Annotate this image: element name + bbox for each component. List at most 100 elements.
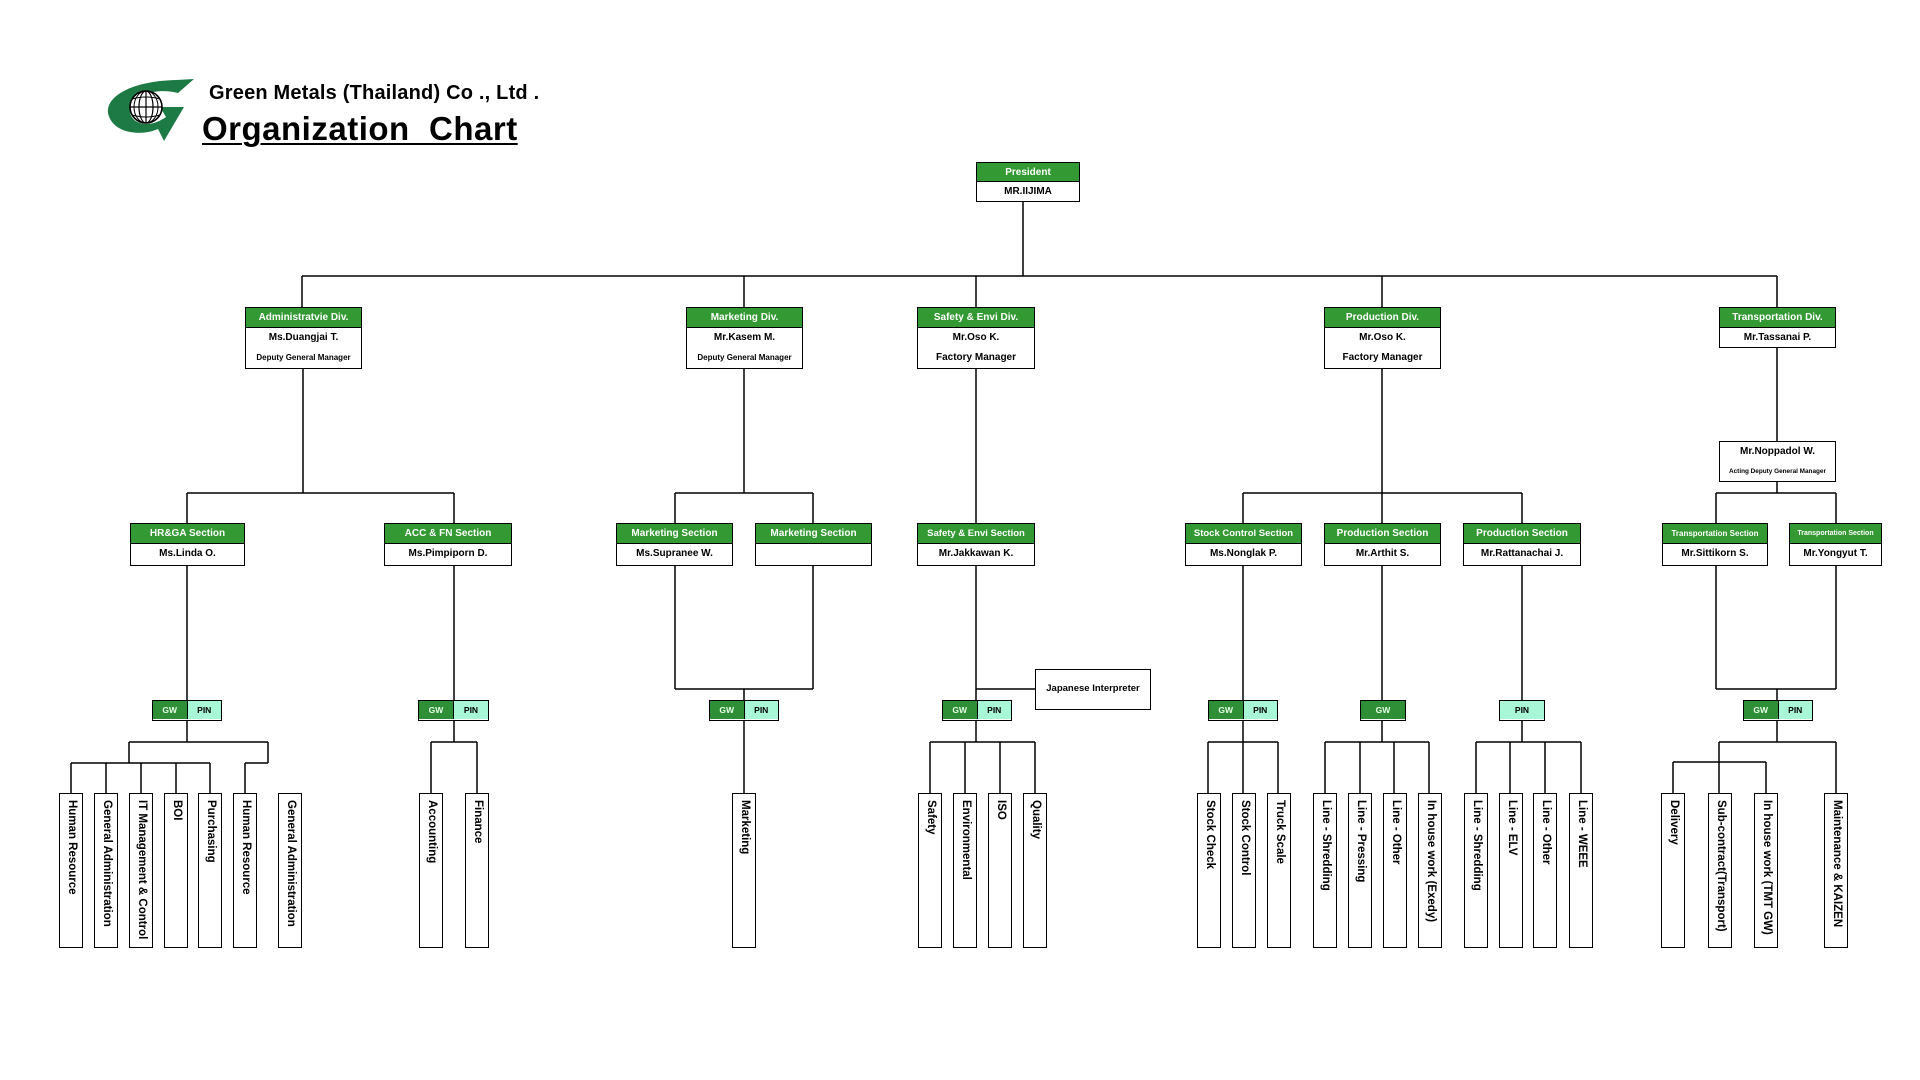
section-title: Transportation Section <box>1663 524 1767 544</box>
unit-line-other[interactable]: Line - Other <box>1383 793 1407 948</box>
section-title: Stock Control Section <box>1186 524 1301 544</box>
section-head-name: Mr.Arthit S. <box>1355 548 1410 559</box>
section-head-name: Mr.Jakkawan K. <box>938 548 1014 559</box>
site-tag-acc-fn: GW PIN <box>418 700 489 721</box>
section-title: Production Section <box>1464 524 1580 544</box>
unit-maintenance-kaizen[interactable]: Maintenance & KAIZEN <box>1824 793 1848 948</box>
site-tag-marketing: GW PIN <box>709 700 779 721</box>
president-box[interactable]: President MR.IIJIMA <box>976 162 1080 202</box>
unit-line-shredding-2[interactable]: Line - Shredding <box>1464 793 1488 948</box>
site-tag-stock-control: GW PIN <box>1208 700 1278 721</box>
section-production-1[interactable]: Production Section Mr.Arthit S. <box>1324 523 1441 566</box>
division-safety-envi[interactable]: Safety & Envi Div. Mr.Oso K. Factory Man… <box>917 307 1035 369</box>
site-tag-safety-envi: GW PIN <box>942 700 1012 721</box>
unit-general-administration-2[interactable]: General Administration <box>278 793 302 948</box>
unit-finance[interactable]: Finance <box>465 793 489 948</box>
division-head-name: Mr.Oso K. <box>1359 332 1406 343</box>
section-production-2[interactable]: Production Section Mr.Rattanachai J. <box>1463 523 1581 566</box>
gw-tag: GW <box>153 701 187 719</box>
president-role: President <box>977 163 1079 182</box>
division-title: Production Div. <box>1325 308 1440 328</box>
unit-line-elv[interactable]: Line - ELV <box>1499 793 1523 948</box>
pin-tag: PIN <box>1777 701 1812 719</box>
gw-tag: GW <box>943 701 977 719</box>
gw-tag: GW <box>419 701 453 719</box>
unit-stock-check[interactable]: Stock Check <box>1197 793 1221 948</box>
unit-delivery[interactable]: Delivery <box>1661 793 1685 948</box>
division-head-position: Deputy General Manager <box>697 353 792 362</box>
division-head-name: Mr.Oso K. <box>952 332 1000 343</box>
unit-sub-contract-transport[interactable]: Sub-contract(Transport) <box>1708 793 1732 948</box>
division-administrative[interactable]: Administratvie Div. Ms.Duangjai T. Deput… <box>245 307 362 369</box>
section-title: Transportation Section <box>1790 524 1881 544</box>
pin-tag: PIN <box>976 701 1011 719</box>
unit-purchasing[interactable]: Purchasing <box>198 793 222 948</box>
unit-in-house-work-tmt-gw[interactable]: In house work (TMT GW) <box>1754 793 1778 948</box>
section-safety-envi[interactable]: Safety & Envi Section Mr.Jakkawan K. <box>917 523 1035 566</box>
division-title: Transportation Div. <box>1720 308 1835 328</box>
division-marketing[interactable]: Marketing Div. Mr.Kasem M. Deputy Genera… <box>686 307 803 369</box>
unit-marketing[interactable]: Marketing <box>732 793 756 948</box>
unit-line-shredding[interactable]: Line - Shredding <box>1313 793 1337 948</box>
site-tag-transportation: GW PIN <box>1743 700 1813 721</box>
unit-line-other-2[interactable]: Line - Other <box>1533 793 1557 948</box>
site-tag-production-1: GW <box>1360 700 1406 721</box>
japanese-interpreter-box[interactable]: Japanese Interpreter <box>1035 669 1151 710</box>
acting-deputy-box[interactable]: Mr.Noppadol W. Acting Deputy General Man… <box>1719 441 1836 482</box>
pin-tag: PIN <box>1242 701 1277 719</box>
section-title: HR&GA Section <box>131 524 244 544</box>
division-production[interactable]: Production Div. Mr.Oso K. Factory Manage… <box>1324 307 1441 369</box>
division-title: Marketing Div. <box>687 308 802 328</box>
division-head-name: Mr.Kasem M. <box>713 332 776 343</box>
section-stock-control[interactable]: Stock Control Section Ms.Nonglak P. <box>1185 523 1302 566</box>
division-title: Administratvie Div. <box>246 308 361 328</box>
section-transportation-1[interactable]: Transportation Section Mr.Sittikorn S. <box>1662 523 1768 566</box>
section-acc-fn[interactable]: ACC & FN Section Ms.Pimpiporn D. <box>384 523 512 566</box>
acting-position: Acting Deputy General Manager <box>1729 468 1826 475</box>
section-head-name: Ms.Pimpiporn D. <box>408 548 488 559</box>
site-tag-production-2: PIN <box>1499 700 1545 721</box>
unit-quality[interactable]: Quality <box>1023 793 1047 948</box>
division-head-position: Factory Manager <box>935 352 1017 363</box>
section-title: Marketing Section <box>617 524 732 544</box>
pin-tag: PIN <box>743 701 778 719</box>
unit-it-management-control[interactable]: IT Management & Control <box>129 793 153 948</box>
pin-tag: PIN <box>453 701 488 719</box>
unit-line-pressing[interactable]: Line - Pressing <box>1348 793 1372 948</box>
section-head-name: Ms.Nonglak P. <box>1209 548 1278 559</box>
unit-truck-scale[interactable]: Truck Scale <box>1267 793 1291 948</box>
section-marketing-2[interactable]: Marketing Section <box>755 523 872 566</box>
section-head-name: Mr.Yongyut T. <box>1803 548 1868 559</box>
gw-tag: GW <box>1744 701 1778 719</box>
company-logo <box>107 79 194 141</box>
section-head-name: Ms.Linda O. <box>159 548 216 559</box>
acting-name: Mr.Noppadol W. <box>1740 446 1815 457</box>
section-head-name <box>756 544 871 564</box>
division-transportation[interactable]: Transportation Div. Mr.Tassanai P. <box>1719 307 1836 348</box>
unit-human-resource[interactable]: Human Resource <box>59 793 83 948</box>
unit-boi[interactable]: BOI <box>164 793 188 948</box>
division-head-name: Ms.Duangjai T. <box>268 332 339 343</box>
gw-tag: GW <box>1209 701 1243 719</box>
gw-tag: GW <box>710 701 744 719</box>
section-hr-ga[interactable]: HR&GA Section Ms.Linda O. <box>130 523 245 566</box>
unit-human-resource-2[interactable]: Human Resource <box>233 793 257 948</box>
unit-safety[interactable]: Safety <box>918 793 942 948</box>
unit-line-weee[interactable]: Line - WEEE <box>1569 793 1593 948</box>
division-title: Safety & Envi Div. <box>918 308 1034 328</box>
president-name: MR.IIJIMA <box>1004 186 1052 197</box>
division-head-position: Factory Manager <box>1342 352 1423 363</box>
unit-iso[interactable]: ISO <box>988 793 1012 948</box>
unit-accounting[interactable]: Accounting <box>419 793 443 948</box>
unit-environmental[interactable]: Environmental <box>953 793 977 948</box>
unit-in-house-work-exedy[interactable]: In house work (Exedy) <box>1418 793 1442 948</box>
unit-general-administration[interactable]: General Administration <box>94 793 118 948</box>
section-marketing-1[interactable]: Marketing Section Ms.Supranee W. <box>616 523 733 566</box>
division-head-name: Mr.Tassanai P. <box>1743 332 1812 343</box>
company-name: Green Metals (Thailand) Co ., Ltd . <box>209 82 540 104</box>
pin-tag: PIN <box>186 701 221 719</box>
section-transportation-2[interactable]: Transportation Section Mr.Yongyut T. <box>1789 523 1882 566</box>
unit-stock-control[interactable]: Stock Control <box>1232 793 1256 948</box>
division-head-position: Deputy General Manager <box>256 353 351 362</box>
